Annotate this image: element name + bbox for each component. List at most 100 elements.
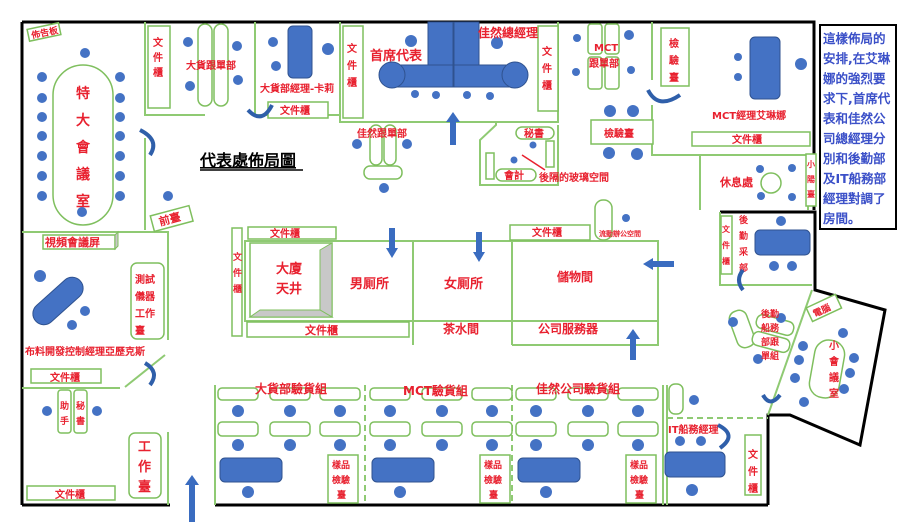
svg-text:文: 文	[153, 36, 164, 49]
chair	[37, 151, 47, 161]
arrow-left	[643, 258, 674, 270]
layout-note: 這樣佈局的安排,在艾琳娜的強烈要求下,首席代表和佳然公司總經理分別和後勤部及IT…	[819, 24, 897, 230]
chair	[37, 171, 47, 181]
svg-text:件: 件	[347, 59, 357, 72]
logistics-purchasing: 文件櫃 後勤 采部	[720, 214, 811, 275]
video-conference-screen: 視頻會議屏	[42, 230, 119, 251]
svg-text:臺: 臺	[669, 71, 679, 84]
mobile-office: 文件櫃 流動辦公空間	[509, 199, 641, 241]
chair	[37, 131, 47, 141]
svg-text:佳然總經理: 佳然總經理	[478, 25, 538, 40]
chair	[582, 405, 594, 417]
svg-text:文件櫃: 文件櫃	[50, 371, 80, 384]
svg-text:特: 特	[76, 85, 90, 102]
desk	[617, 387, 659, 401]
sample-inspection-table	[625, 454, 657, 504]
svg-text:手: 手	[60, 415, 69, 427]
svg-text:助: 助	[60, 400, 69, 412]
svg-text:文: 文	[542, 45, 553, 58]
svg-text:件: 件	[748, 465, 758, 478]
dahuo-qc-label: 大貨部驗貨組	[255, 381, 327, 396]
svg-text:文: 文	[722, 224, 731, 234]
jiaran-followup-dept: 佳然跟單部	[352, 124, 412, 193]
chair	[115, 131, 125, 141]
door-swings	[139, 89, 782, 450]
chair	[37, 191, 47, 201]
svg-text:櫃: 櫃	[542, 79, 552, 92]
sample-table-label: 檢驗	[484, 474, 502, 486]
chair	[530, 405, 542, 417]
chair	[37, 93, 47, 103]
svg-text:首席代表: 首席代表	[370, 48, 423, 64]
svg-text:大貨跟單部: 大貨跟單部	[186, 59, 236, 72]
file-cabinet: 文件櫃	[342, 25, 364, 119]
storage-room: 儲物間	[557, 269, 593, 284]
svg-text:室: 室	[829, 387, 839, 400]
supervisor-desk	[517, 457, 581, 483]
svg-text:議: 議	[76, 166, 90, 183]
svg-text:小: 小	[806, 159, 815, 169]
svg-text:件: 件	[542, 62, 552, 75]
mct-followup-dept: MCT 跟單部	[572, 23, 635, 90]
svg-text:MCT經理艾琳娜: MCT經理艾琳娜	[712, 109, 786, 122]
svg-text:部跟: 部跟	[761, 336, 780, 348]
svg-text:大貨部經理-卡莉: 大貨部經理-卡莉	[260, 82, 334, 95]
atrium-cabinets: 文件櫃 文件櫃 文件櫃	[231, 226, 410, 338]
chair	[115, 171, 125, 181]
svg-text:文件櫃: 文件櫃	[732, 133, 762, 146]
logistics-shipping-team: 後勤 船務 部跟 單組	[728, 308, 795, 364]
file-cabinet: 文件櫃	[30, 368, 102, 384]
lounge: 休息處	[719, 164, 796, 201]
chair	[37, 72, 47, 82]
file-cabinet: 文件櫃	[691, 131, 811, 147]
chair	[334, 439, 346, 451]
inspection-table: 檢驗臺	[590, 105, 654, 160]
bulletin-board: 佈告板	[26, 21, 62, 43]
supervisor-desk	[371, 457, 435, 483]
chair	[530, 439, 542, 451]
svg-text:文件櫃: 文件櫃	[55, 488, 85, 501]
arrow-up	[626, 329, 640, 360]
chair	[394, 486, 406, 498]
arrow-down	[473, 232, 485, 262]
desk	[567, 421, 609, 437]
svg-text:文: 文	[232, 251, 243, 263]
mct-manager-office: MCT經理艾琳娜	[712, 36, 807, 122]
entry-arrow	[446, 112, 460, 145]
file-cabinet: 文件櫃	[147, 25, 171, 109]
desk	[319, 387, 361, 401]
svg-text:佳然跟單部: 佳然跟單部	[357, 127, 407, 140]
chair	[115, 151, 125, 161]
assistant-secretary: 助手 秘書	[42, 389, 102, 434]
chair	[115, 72, 125, 82]
desk	[471, 421, 513, 437]
mct-qc-label: MCT驗貨組	[403, 383, 468, 398]
svg-text:件: 件	[233, 267, 242, 279]
svg-text:勤: 勤	[739, 230, 748, 242]
svg-text:采: 采	[738, 246, 748, 258]
jiaran-qc-label: 佳然公司驗貨組	[536, 381, 620, 396]
chair	[284, 439, 296, 451]
svg-text:臺: 臺	[135, 324, 145, 337]
file-cabinet: 文件櫃	[537, 25, 559, 112]
desk	[369, 421, 411, 437]
chair	[582, 439, 594, 451]
dahuo-manager-office: 大貨部經理-卡莉	[260, 25, 334, 95]
supervisor-desk	[219, 457, 283, 483]
chair	[384, 439, 396, 451]
svg-text:儀器: 儀器	[134, 290, 156, 303]
svg-text:作: 作	[138, 459, 151, 475]
desk	[617, 421, 659, 437]
svg-text:秘: 秘	[76, 400, 85, 412]
svg-text:件: 件	[722, 240, 730, 250]
desk	[217, 421, 259, 437]
small-meeting-room: 小會 議室	[790, 328, 859, 407]
chair	[242, 486, 254, 498]
svg-text:天井: 天井	[276, 281, 302, 297]
svg-text:休息處: 休息處	[719, 175, 754, 189]
svg-text:會計: 會計	[503, 169, 524, 182]
sample-table-label: 樣品	[484, 459, 502, 471]
sample-table-label: 樣品	[332, 459, 350, 471]
file-cabinet: 文件櫃	[267, 101, 329, 119]
